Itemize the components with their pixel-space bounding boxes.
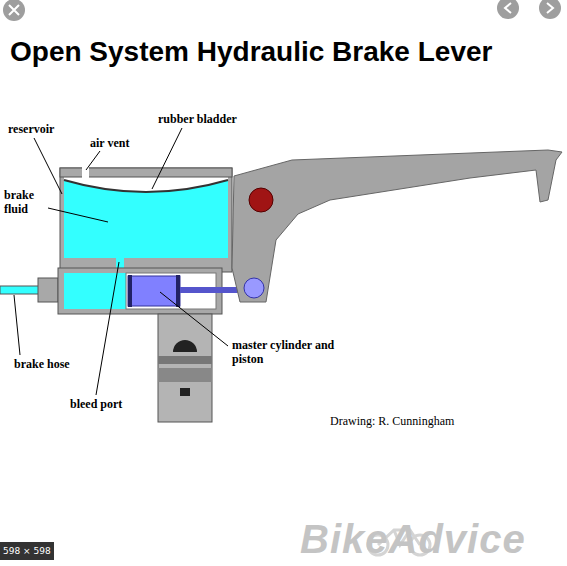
master-cylinder <box>58 268 246 314</box>
watermark: BikeAdvice <box>300 516 526 562</box>
part-label: brake hose <box>14 357 70 371</box>
handlebar-clamp <box>158 314 212 422</box>
viewer-icons <box>3 0 561 21</box>
part-label: master cylinder and piston <box>232 338 340 366</box>
part-label: bleed port <box>70 397 122 411</box>
brake-lever <box>232 150 562 302</box>
credit-note: Drawing: R. Cunningham <box>330 414 454 428</box>
part-label: rubber bladder <box>158 112 237 126</box>
part-label: air vent <box>90 136 129 150</box>
size-badge-text: 598 × 598 <box>3 544 51 558</box>
diagram-title: Open System Hydraulic Brake Lever <box>10 36 492 68</box>
size-badge <box>0 542 54 560</box>
air-vent <box>82 167 89 178</box>
part-label: brake fluid <box>4 188 44 216</box>
reservoir <box>60 167 232 273</box>
brake-hose <box>0 278 58 302</box>
part-label: reservoir <box>8 122 54 136</box>
rubber-bladder <box>64 180 228 192</box>
leader-lines <box>14 128 228 395</box>
piston-rod <box>180 287 246 293</box>
